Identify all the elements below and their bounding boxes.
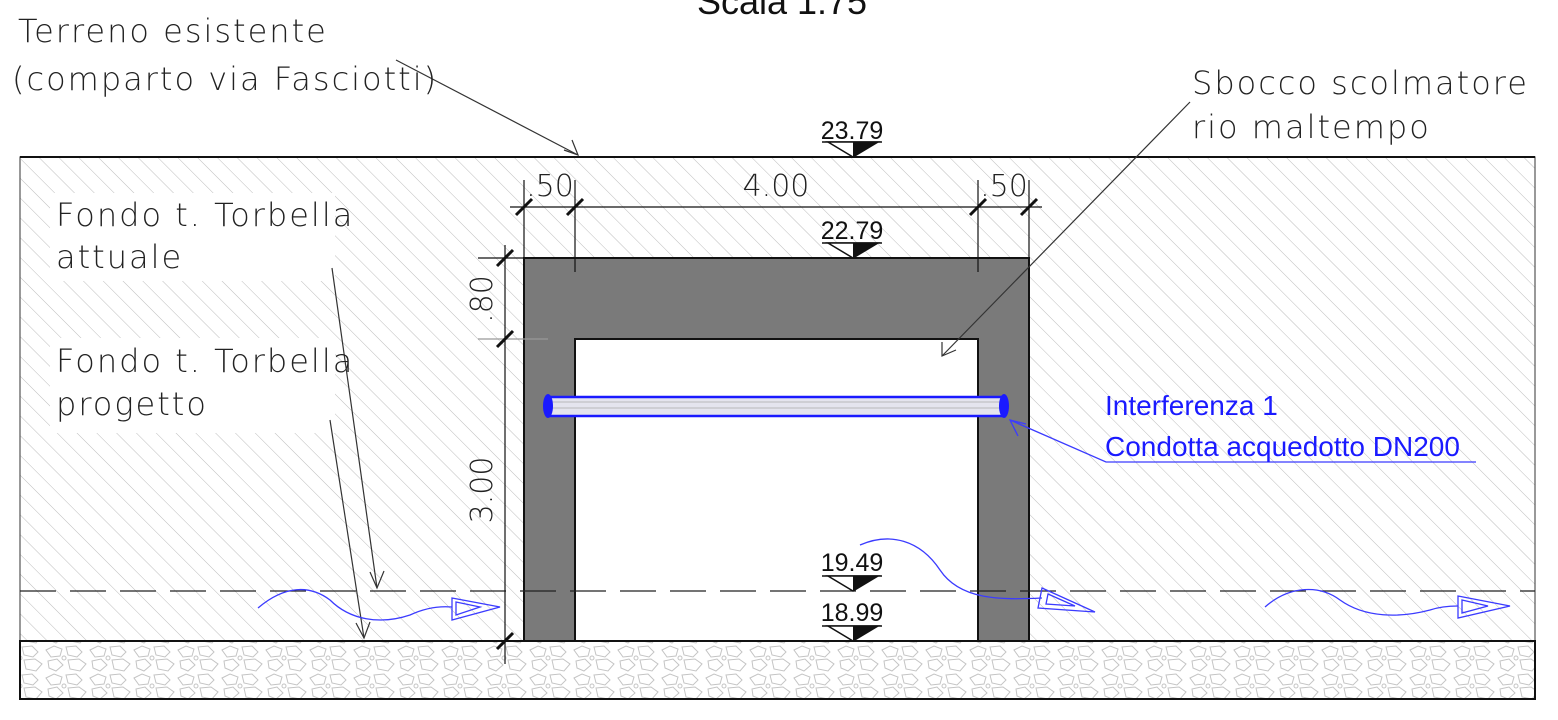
leader-interference: [1009, 419, 1476, 463]
leader-existing-ground: [395, 59, 579, 156]
label-interference-1: Interferenza 1: [1105, 390, 1278, 421]
top-dimension-chain: [510, 180, 1042, 272]
label-outlet-1: Sbocco scolmatore: [1192, 64, 1529, 102]
box-opening: [574, 338, 979, 642]
dim-inner-width: 4.00: [743, 169, 810, 204]
leader-outlet: [941, 101, 1191, 357]
left-dimension-chain: [478, 245, 548, 664]
dim-left-wall: .50: [526, 169, 574, 204]
gravel-bed: [19, 640, 1536, 700]
label-current-bed-2: attuale: [56, 238, 183, 276]
scale-title: Scala 1:75: [697, 0, 867, 22]
label-bg-current: [50, 193, 335, 281]
elevation-project-value: 18.99: [821, 599, 884, 627]
label-project-bed-1: Fondo t. Torbella: [56, 342, 354, 380]
leader-arrowhead: [563, 139, 580, 157]
leader-arrowhead: [369, 570, 385, 590]
pipe-end-right: [999, 394, 1009, 418]
elevation-marker-top: 22.79: [821, 217, 884, 259]
label-existing-ground-1: Terreno esistente: [18, 12, 328, 50]
label-bg-project: [50, 338, 335, 433]
elevation-current-value: 19.49: [821, 549, 884, 577]
label-interference-2: Condotta acquedotto DN200: [1105, 431, 1460, 462]
flow-arrow-right: [1264, 588, 1511, 619]
leader-arrowhead: [355, 621, 371, 640]
pipe-end-left: [543, 394, 553, 418]
elevation-marker-ground: 23.79: [821, 117, 884, 158]
label-project-bed-2: progetto: [56, 385, 208, 423]
leader-arrowhead: [1008, 419, 1027, 437]
water-pipe: [546, 395, 1006, 418]
dim-slab-thickness: .80: [465, 275, 500, 323]
leader-arrowhead: [941, 342, 957, 357]
label-current-bed-1: Fondo t. Torbella: [56, 196, 354, 234]
elevation-marker-current-bed: 19.49: [818, 548, 888, 592]
label-existing-ground-2: (comparto via Fasciotti): [12, 60, 438, 98]
leader-project-bed: [329, 419, 365, 639]
flow-arrow-left: [257, 589, 501, 621]
flow-arrow-middle: [859, 538, 1096, 613]
dim-inner-height: 3.00: [465, 457, 500, 524]
elevation-marker-project-bed: 18.99: [818, 598, 888, 642]
label-outlet-2: rio maltempo: [1192, 108, 1431, 146]
dim-right-wall: .50: [980, 169, 1028, 204]
elevation-top-value: 22.79: [821, 217, 884, 245]
elevation-ground-value: 23.79: [821, 117, 884, 145]
leader-current-bed: [331, 267, 378, 589]
